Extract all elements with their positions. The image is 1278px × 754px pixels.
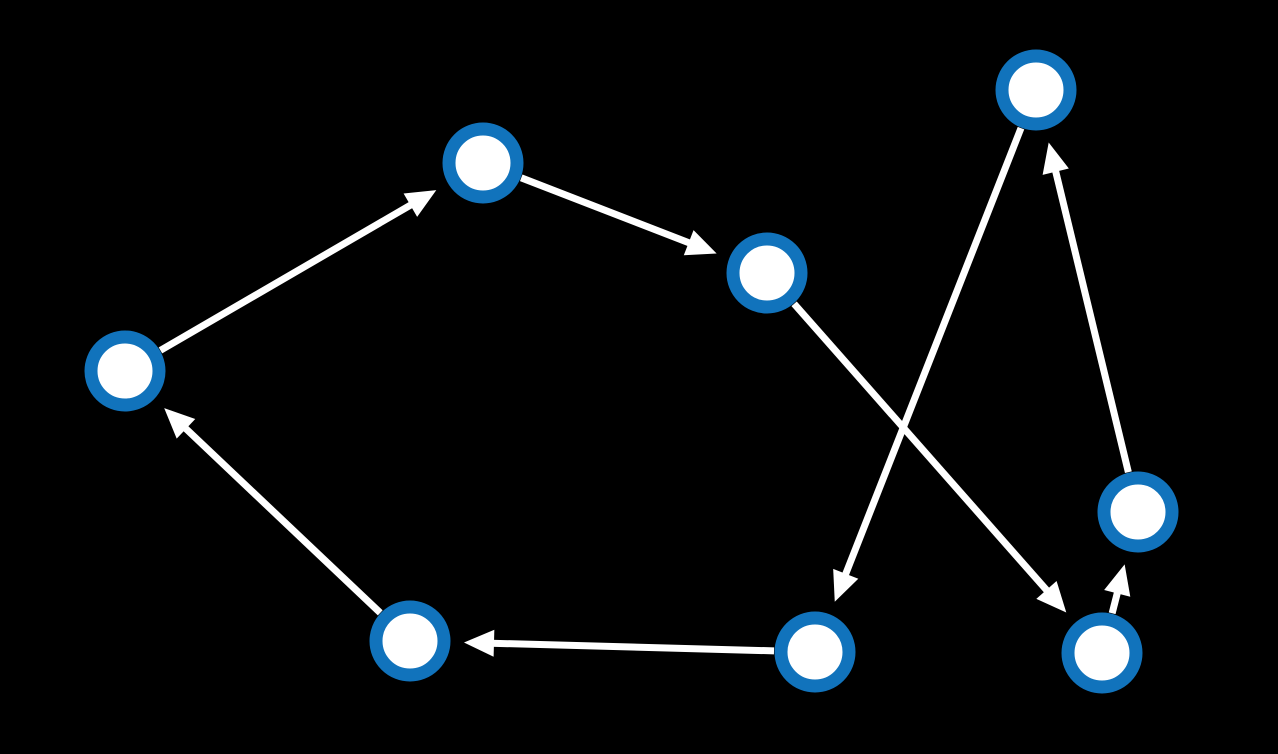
graph-edge (1042, 142, 1132, 473)
nodes-layer (84, 49, 1179, 694)
graph-node-bottom-middle[interactable] (774, 611, 856, 693)
edge-arrowhead-icon (463, 629, 495, 657)
graph-edge (791, 301, 1067, 613)
edge-shaft (481, 639, 775, 655)
graph-edge (164, 408, 383, 616)
edge-shaft (519, 174, 702, 251)
graph-node-right[interactable] (1097, 471, 1179, 553)
edges-layer (158, 126, 1132, 657)
edge-shaft (158, 196, 423, 354)
graph-edge (519, 174, 717, 256)
edge-shaft (791, 301, 1058, 602)
edge-arrowhead-icon (1042, 142, 1069, 175)
graph-node-left[interactable] (84, 330, 166, 412)
graph-edge (833, 126, 1025, 602)
graph-node-bottom-left[interactable] (369, 600, 451, 682)
edge-arrowhead-icon (1036, 581, 1067, 613)
edge-arrowhead-icon (164, 408, 196, 439)
graph-node-upper-middle[interactable] (442, 122, 524, 204)
edge-shaft (174, 417, 383, 616)
graph-edge (1104, 564, 1131, 615)
graph-node-top-right[interactable] (995, 49, 1077, 131)
graph-edge (158, 190, 437, 354)
edge-arrowhead-icon (1104, 564, 1131, 597)
edge-shaft (1049, 159, 1132, 473)
edge-arrowhead-icon (403, 190, 437, 217)
edge-arrowhead-icon (683, 230, 717, 256)
edge-shaft (838, 126, 1025, 587)
edge-arrowhead-icon (833, 568, 859, 602)
graph-node-bottom-right[interactable] (1061, 612, 1143, 694)
graph-node-middle[interactable] (726, 232, 808, 314)
graph-edge (463, 629, 775, 657)
